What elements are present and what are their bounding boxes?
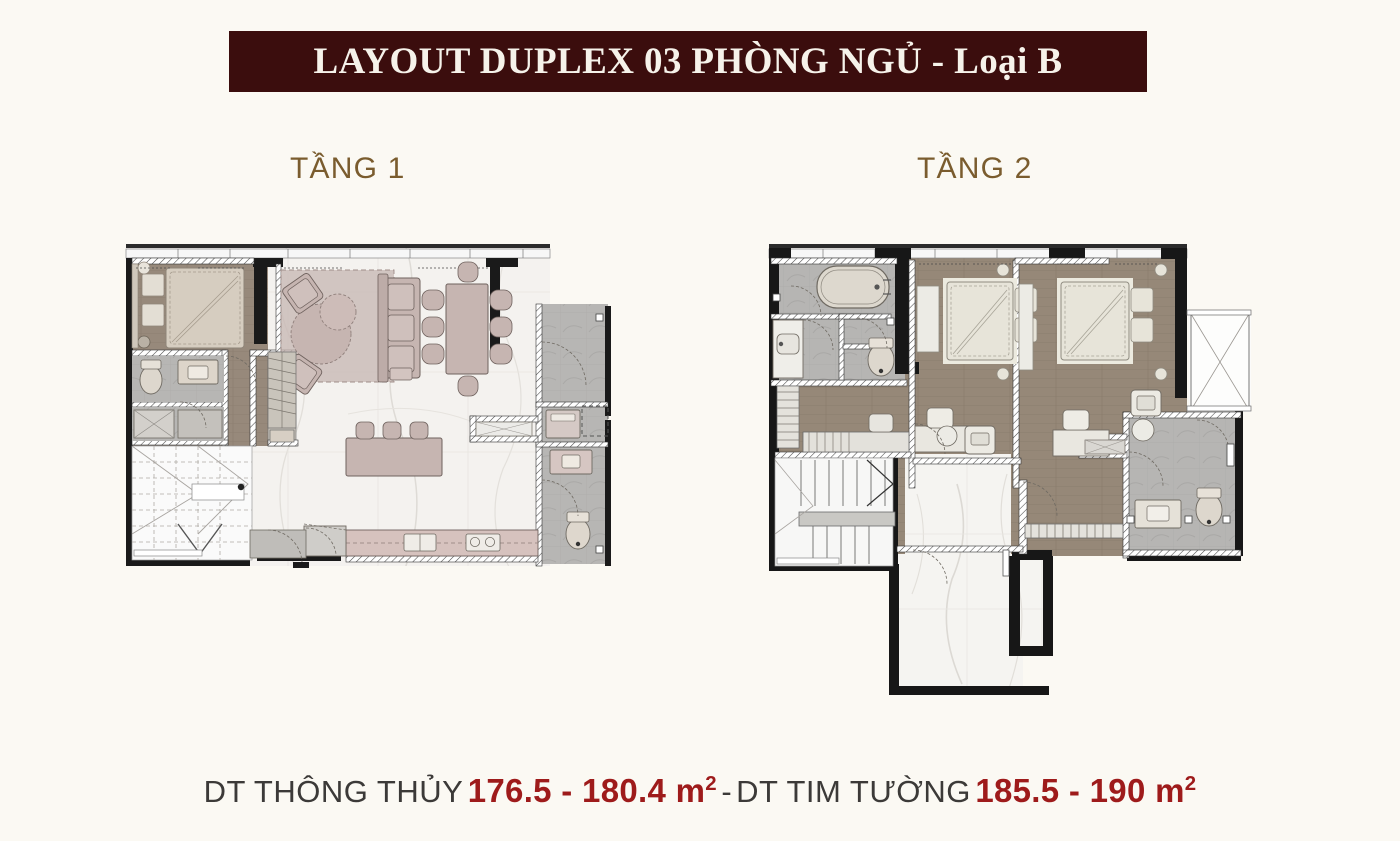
room-bedroom-3-floor2 xyxy=(1022,263,1168,539)
kitchen-island-floor1 xyxy=(345,421,443,477)
entry-closet-floor1 xyxy=(267,351,297,443)
utility-wc-floor1 xyxy=(475,313,609,554)
room-living-floor1 xyxy=(136,267,488,395)
stairs-floor1 xyxy=(131,445,253,561)
laundry-balcony-floor2 xyxy=(1186,309,1252,412)
floor-2-walls xyxy=(768,244,1243,695)
room-bedroom-2-floor2 xyxy=(914,263,1038,455)
net-area-label: DT THÔNG THỦY xyxy=(203,774,464,809)
kitchen-counter-floor1 xyxy=(249,523,539,563)
room-ensuite-bathroom-floor1 xyxy=(132,355,257,441)
floor-1-walls xyxy=(125,244,611,568)
gross-area-label: DT TIM TƯỜNG xyxy=(736,774,971,809)
gross-area-value: 185.5 - 190 m2 xyxy=(975,772,1197,809)
room-dining-floor1 xyxy=(421,261,513,397)
page-title: LAYOUT DUPLEX 03 PHÒNG NGỦ - Loại B xyxy=(313,41,1063,82)
corridor-doors-floor2 xyxy=(912,549,1010,585)
net-area-value: 176.5 - 180.4 m2 xyxy=(467,772,717,809)
stairs-floor2 xyxy=(774,385,910,567)
floor-plan-floor-2 xyxy=(757,234,1257,704)
room-bathroom-2-floor2 xyxy=(1084,419,1235,529)
floor-plan-floor-1 xyxy=(118,234,618,579)
floor-1-label: TẦNG 1 xyxy=(290,152,406,185)
room-master-bathroom-floor2 xyxy=(772,265,895,379)
area-summary: DT THÔNG THỦY 176.5 - 180.4 m2 - DT TIM … xyxy=(0,772,1400,810)
floor-2-label: TẦNG 2 xyxy=(917,152,1033,185)
area-separator: - xyxy=(721,774,732,809)
title-banner: LAYOUT DUPLEX 03 PHÒNG NGỦ - Loại B xyxy=(229,31,1147,92)
room-bedroom-master-floor1 xyxy=(131,261,245,349)
